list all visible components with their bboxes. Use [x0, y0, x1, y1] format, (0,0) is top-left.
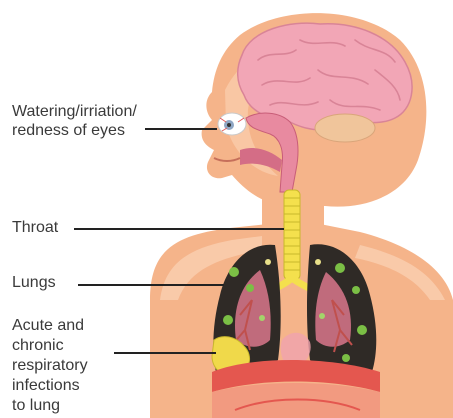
label-acute-line2: chronic — [12, 336, 88, 356]
label-throat: Throat — [12, 218, 58, 237]
label-acute-line4: infections — [12, 376, 88, 396]
cerebellum-shape — [315, 114, 375, 142]
label-acute-line3: respiratory — [12, 356, 88, 376]
leader-line-lungs — [78, 284, 224, 286]
eye-pupil — [227, 123, 231, 127]
leader-line-throat — [74, 228, 284, 230]
label-eyes: Watering/irriation/ redness of eyes — [12, 102, 137, 140]
label-acute-line5: to lung — [12, 396, 88, 416]
leader-line-acute — [114, 352, 216, 354]
label-respiratory-infections: Acute and chronic respiratory infections… — [12, 316, 88, 416]
label-acute-line1: Acute and — [12, 316, 88, 336]
label-lungs: Lungs — [12, 273, 56, 292]
label-eyes-line1: Watering/irriation/ — [12, 102, 137, 121]
leader-line-eyes — [145, 128, 217, 130]
label-eyes-line2: redness of eyes — [12, 121, 137, 140]
